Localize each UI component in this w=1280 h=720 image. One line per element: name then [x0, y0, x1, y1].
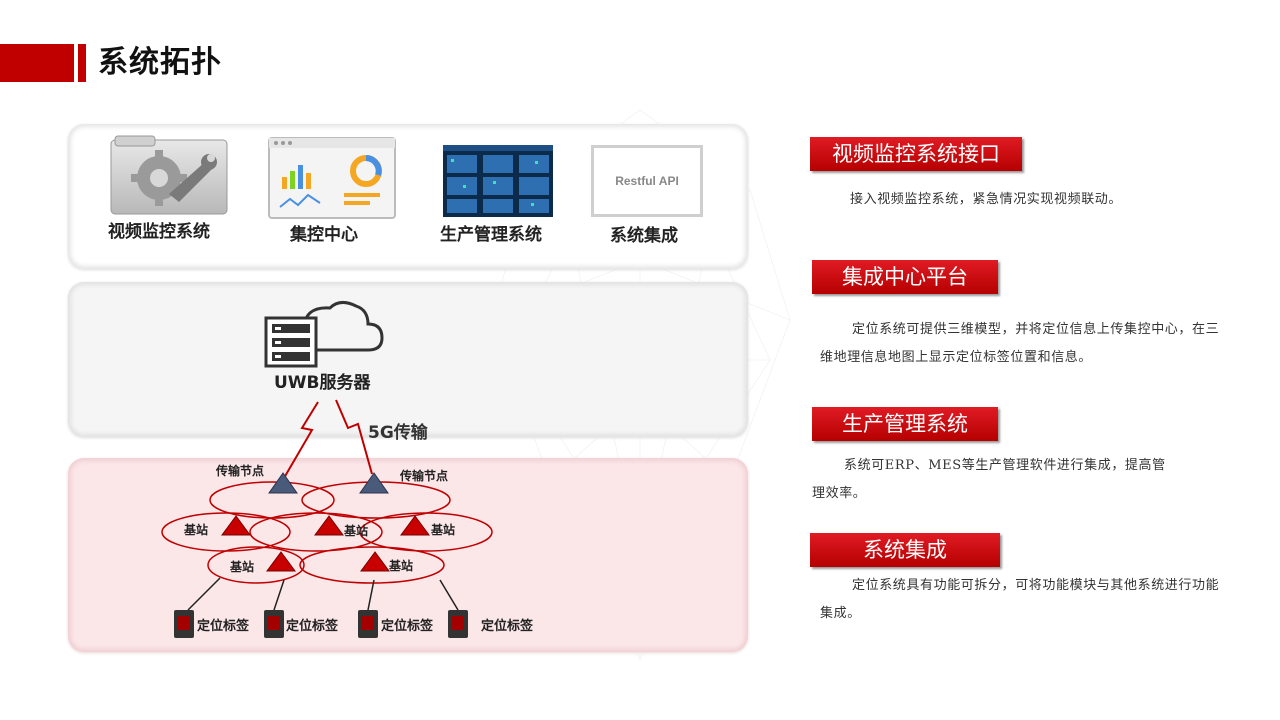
base-station-label: 基站	[230, 560, 255, 574]
base-station-icon	[400, 515, 430, 536]
wireless-link	[335, 399, 373, 475]
tag-label: 定位标签	[381, 619, 434, 634]
system-label-integration: 系统集成	[610, 226, 678, 246]
section-heading-integration: 系统集成	[810, 533, 1000, 567]
section-heading-production: 生产管理系统	[812, 407, 998, 441]
transport-node-label: 传输节点	[400, 469, 449, 483]
coverage-ellipse	[299, 546, 445, 584]
system-label-control: 集控中心	[290, 225, 358, 245]
server-panel	[68, 282, 748, 437]
section-desc-video: 接入视频监控系统，紧急情况实现视频联动。	[850, 192, 1123, 207]
tag-link	[273, 579, 285, 611]
wireless-link	[283, 401, 319, 479]
base-station-icon	[266, 551, 296, 572]
api-box-icon: Restful API	[591, 145, 703, 217]
tag-link	[187, 577, 221, 611]
title-accent-bar	[0, 44, 74, 82]
page-title: 系统拓扑	[98, 45, 222, 80]
server-label: UWB服务器	[274, 373, 371, 393]
section-desc-production: 系统可ERP、MES等生产管理软件进行集成，提高管理效率。	[812, 458, 1166, 501]
section-heading-center: 集成中心平台	[812, 260, 998, 294]
tag-label: 定位标签	[286, 619, 339, 634]
section-desc-integration: 定位系统具有功能可拆分，可将功能模块与其他系统进行功能集成。	[820, 578, 1220, 621]
title-accent-mark	[78, 44, 86, 82]
section-heading-video: 视频监控系统接口	[810, 137, 1022, 171]
tag-label: 定位标签	[481, 619, 534, 634]
base-station-icon	[221, 515, 251, 536]
monitor-screen-icon	[443, 145, 553, 217]
tag-link	[367, 579, 375, 611]
base-station-label: 基站	[184, 523, 209, 537]
tag-link	[439, 579, 459, 611]
system-label-production: 生产管理系统	[440, 225, 542, 245]
coverage-ellipse	[249, 512, 383, 552]
dashboard-chart-icon	[268, 137, 396, 219]
system-label-video: 视频监控系统	[108, 222, 210, 242]
base-station-label: 基站	[431, 523, 456, 537]
coverage-ellipse	[207, 546, 305, 584]
transport-label: 5G传输	[368, 423, 428, 443]
base-station-label: 基站	[389, 559, 414, 573]
gear-wrench-icon	[110, 135, 228, 215]
transport-node-label: 传输节点	[216, 464, 265, 478]
server-cloud-icon	[264, 301, 384, 368]
base-station-icon	[360, 551, 390, 572]
section-desc-center: 定位系统可提供三维模型，并将定位信息上传集控中心，在三维地理信息地图上显示定位标…	[820, 322, 1220, 365]
tag-label: 定位标签	[197, 619, 250, 634]
base-station-icon	[314, 515, 344, 536]
base-station-label: 基站	[344, 524, 369, 538]
transport-node-icon	[359, 472, 389, 494]
transport-node-icon	[268, 472, 298, 494]
coverage-ellipse	[359, 512, 493, 552]
